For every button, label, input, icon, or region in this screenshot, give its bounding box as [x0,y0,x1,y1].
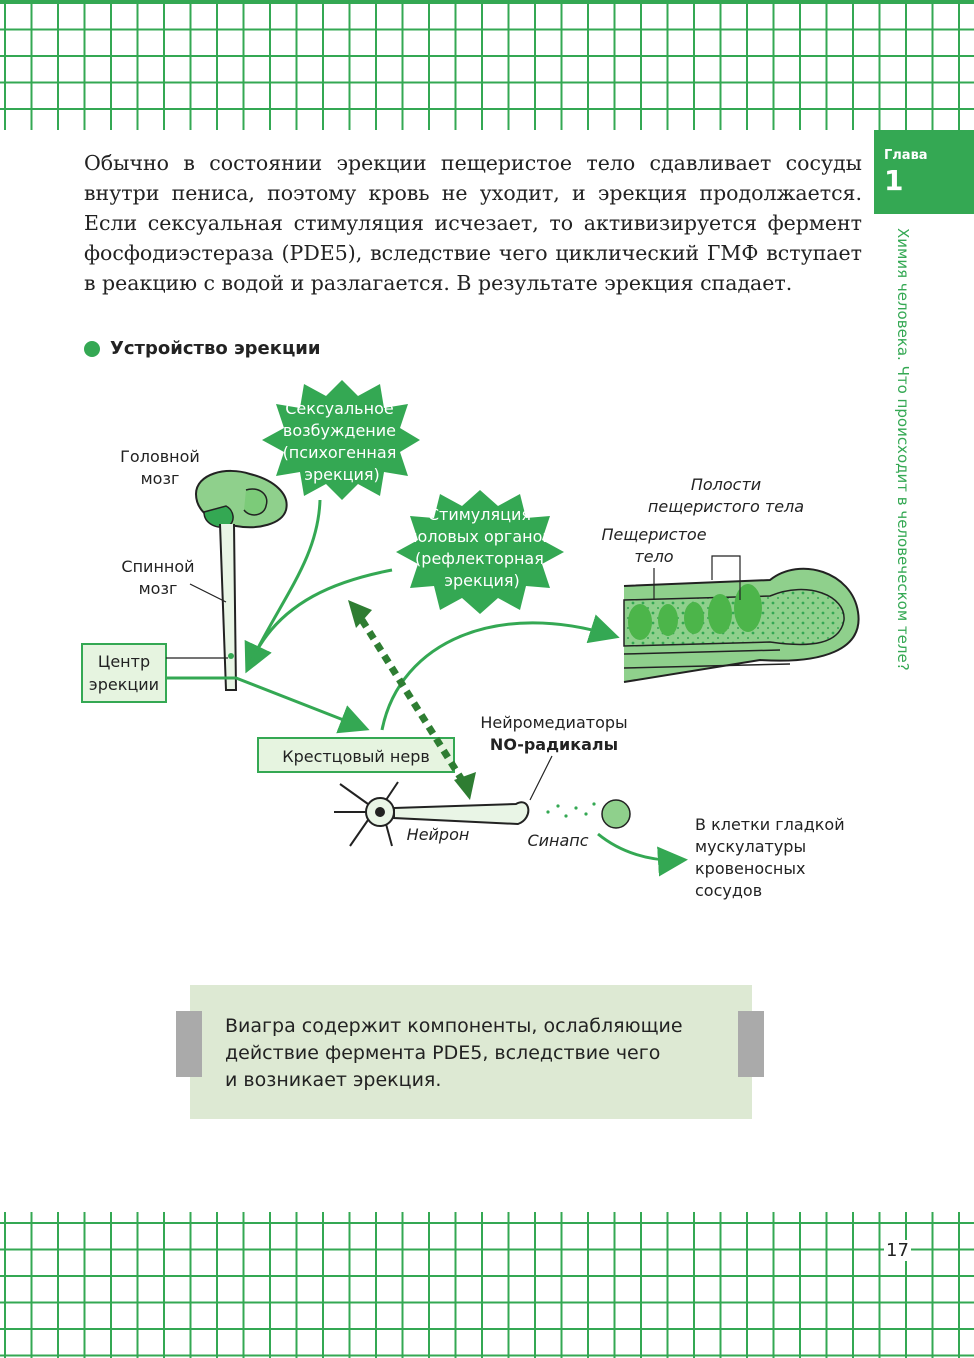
svg-text:Крестцовый нерв: Крестцовый нерв [282,747,430,766]
sacral-nerve-box: Крестцовый нерв [257,737,455,773]
neurotransmitters-label: Нейромедиаторы [480,713,627,732]
bullet-dot [84,340,100,357]
tape-right [738,1011,764,1077]
note-line: и возникает эрекция. [225,1069,442,1091]
neuron-icon [334,781,530,847]
body-paragraph: Обычно в состоянии эрекции пещеристое те… [84,151,862,295]
neuron-label: Нейрон [407,825,470,844]
section-heading-text: Устройство эрекции [110,338,321,359]
top-grid-decoration [0,0,974,130]
sexual-arousal-burst: Сексуальное возбуждение (психогенная эре… [262,380,420,500]
synapse-icon [546,799,631,829]
page-number: 17 [884,1240,911,1261]
brain-icon [194,469,288,529]
cavernous-body-icon [623,567,860,683]
tape-left [176,1011,202,1077]
svg-text:Сексуальное возбуждение: Сексуальное возбуждение (психогенная эре… [283,399,402,484]
smooth-muscle-label: В клетки гладкой мускулатуры кровеносных… [695,815,850,900]
synapse-label: Синапс [527,831,588,850]
genital-stimulation-burst: Стимуляция половых органов (рефлекторная… [396,490,564,614]
note-box: Виагра содержит компоненты, ослабляющие … [176,985,764,1119]
chapter-number: 1 [884,164,904,197]
double-arrow-icon [348,600,476,800]
note-line: действие фермента PDE5, вследствие чего [225,1042,661,1064]
spinal-cord-icon [219,523,238,691]
bottom-grid-decoration [0,1212,974,1358]
side-chapter-title: Химия человека. Что происходит в человеч… [894,228,912,671]
section-heading: Устройство эрекции [84,338,321,359]
chapter-label: Глава [884,148,928,163]
chapter-tab: Глава 1 [874,130,974,214]
no-radicals-label: NO-радикалы [490,735,618,754]
note-text: Виагра содержит компоненты, ослабляющие … [225,1013,705,1094]
svg-text:Стимуляция половых орган: Стимуляция половых органов (рефлекторная… [407,505,557,590]
note-line: Виагра содержит компоненты, ослабляющие [225,1015,683,1037]
